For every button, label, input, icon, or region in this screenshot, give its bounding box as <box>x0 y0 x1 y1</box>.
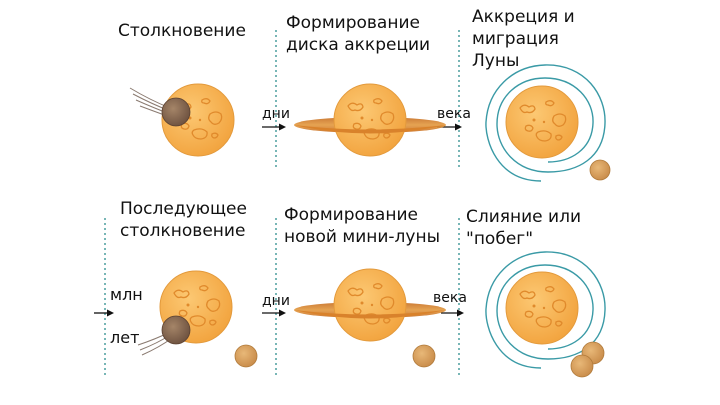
accretion-disk-front <box>294 310 446 319</box>
arrow-label-million-years-line2: лет <box>110 328 140 347</box>
orbit-spiral <box>485 251 606 369</box>
earth-planet <box>333 83 407 157</box>
arrow-label-million-years-line1: млн <box>110 285 143 304</box>
stage-disk-formation <box>294 83 446 157</box>
earth-planet <box>505 85 579 159</box>
stage-merge-or-escape <box>485 251 606 378</box>
orbit-spiral <box>485 64 606 182</box>
earth-planet <box>505 271 579 345</box>
stage-subsequent-collision <box>137 270 258 368</box>
stage-title-collision: Столкновение <box>118 21 246 41</box>
moon <box>589 159 611 181</box>
dividers <box>104 30 460 375</box>
arrow-bottom-0 <box>94 309 114 317</box>
stage-title-subsequent-collision: Последующее столкновение <box>120 199 247 241</box>
stage-collision <box>129 83 235 157</box>
moon <box>234 344 258 368</box>
stage-title-disk-formation: Формирование диска аккреции <box>286 13 431 55</box>
stage-accretion-migration <box>485 64 611 182</box>
arrow-label-days-bottom: дни <box>262 293 290 309</box>
earth-planet <box>333 268 407 342</box>
stage-new-minimoon <box>294 268 446 368</box>
impactor-body <box>161 97 191 127</box>
arrow-bottom-2 <box>441 309 464 317</box>
stage-title-accretion-migration: Аккреция и миграция Луны <box>472 7 575 71</box>
arrow-top-1 <box>262 123 286 131</box>
stage-title-merge-or-escape: Слияние или "побег" <box>466 207 581 249</box>
moon <box>412 344 436 368</box>
accretion-disk-front <box>294 125 446 134</box>
arrow-label-centuries-top: века <box>437 106 471 122</box>
stage-title-new-minimoon: Формирование новой мини-луны <box>284 205 441 247</box>
arrow-label-days-top: дни <box>262 106 290 122</box>
moon <box>570 354 594 378</box>
impactor-body <box>161 315 191 345</box>
arrow-bottom-1 <box>262 309 286 317</box>
arrows <box>94 123 464 317</box>
